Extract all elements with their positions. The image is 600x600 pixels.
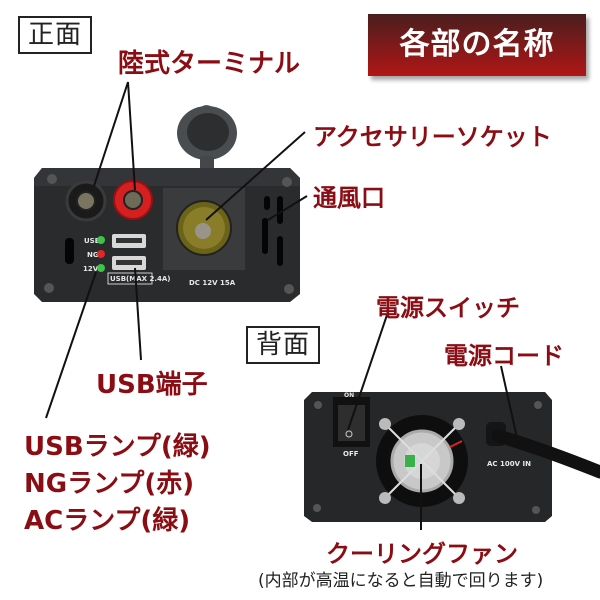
svg-text:DC 12V 15A: DC 12V 15A (189, 279, 236, 287)
usb-lamp-label: USBランプ(緑) (24, 432, 211, 462)
svg-text:ON: ON (344, 392, 354, 399)
ng-lamp-label: NGランプ(赤) (24, 469, 195, 499)
back-section-label: 背面 (246, 326, 321, 364)
svg-text:USB: USB (84, 237, 100, 245)
ac-lamp-label: ACランプ(緑) (24, 506, 191, 536)
cooling-fan-note: (内部が高温になると自動で回ります) (258, 571, 544, 591)
terminals-label: 陸式ターミナル (118, 49, 301, 79)
front-section-label: 正面 (18, 16, 93, 54)
title-banner: 各部の名称 (368, 14, 586, 76)
svg-text:AC 100V IN: AC 100V IN (487, 460, 531, 468)
vent-label: 通風口 (313, 184, 385, 212)
power-cord-label: 電源コード (444, 342, 564, 370)
svg-text:12V: 12V (83, 265, 99, 273)
power-switch-label: 電源スイッチ (376, 294, 520, 322)
svg-text:OFF: OFF (343, 450, 359, 458)
usb-port-label: USB端子 (96, 370, 208, 400)
accessory-socket-label: アクセサリーソケット (313, 123, 552, 151)
cooling-fan-label: クーリングファン (326, 540, 518, 568)
svg-text:NG: NG (87, 251, 99, 259)
